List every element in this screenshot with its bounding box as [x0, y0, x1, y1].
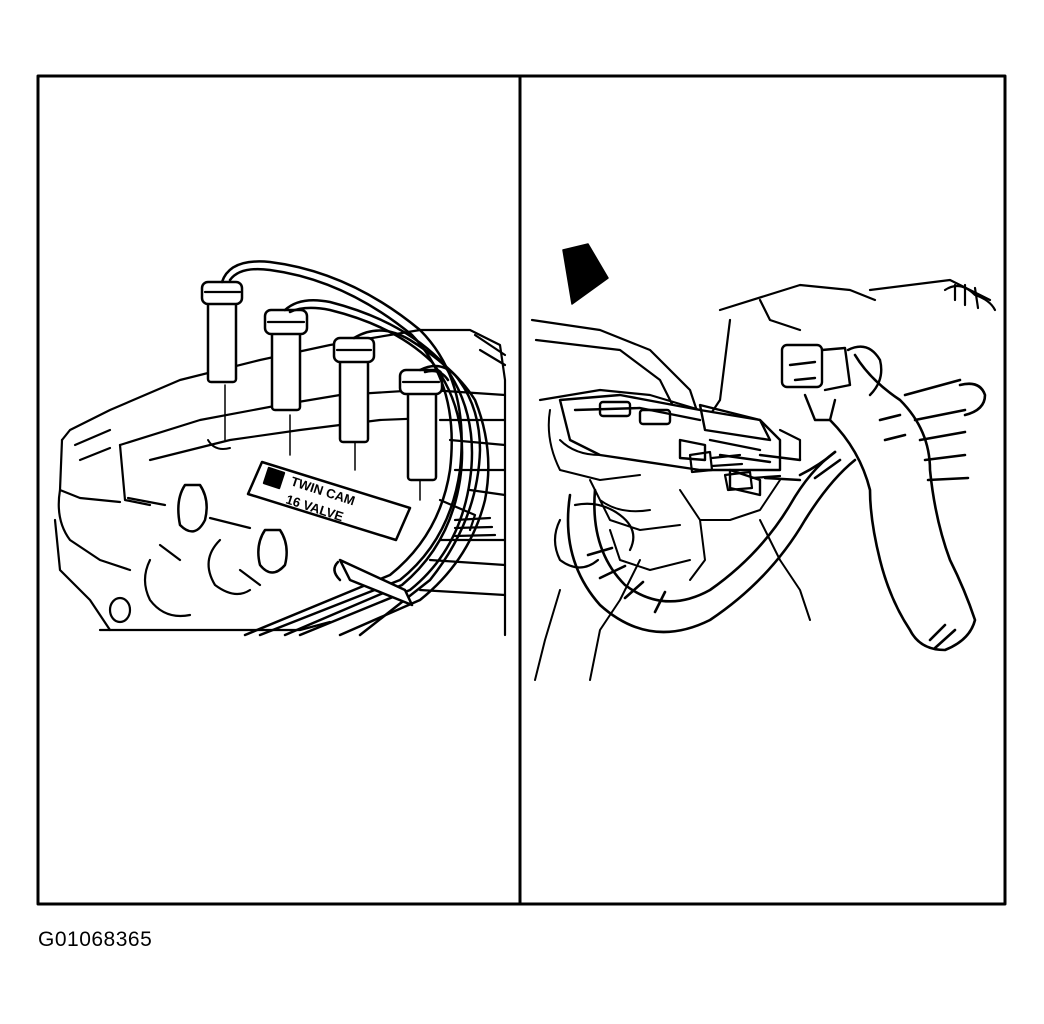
connector-block [558, 393, 802, 497]
right-panel [530, 243, 997, 681]
wire-connectors [688, 428, 802, 492]
spark-plug-boot-1 [200, 280, 244, 384]
sensor-fitting [780, 343, 883, 422]
plug-hole [207, 439, 231, 450]
spark-plug-boot-2 [263, 308, 309, 412]
spark-plug-boot-3 [332, 336, 376, 444]
ignition-wires [220, 260, 490, 637]
large-hose [566, 450, 857, 634]
engine-bracket [530, 318, 702, 422]
corrugated-hose [828, 353, 987, 652]
wire-clip [333, 558, 414, 607]
pointer-arrow-icon [562, 243, 609, 305]
figure-id-label: G01068365 [38, 928, 153, 951]
plug-guide-lines [224, 384, 421, 501]
